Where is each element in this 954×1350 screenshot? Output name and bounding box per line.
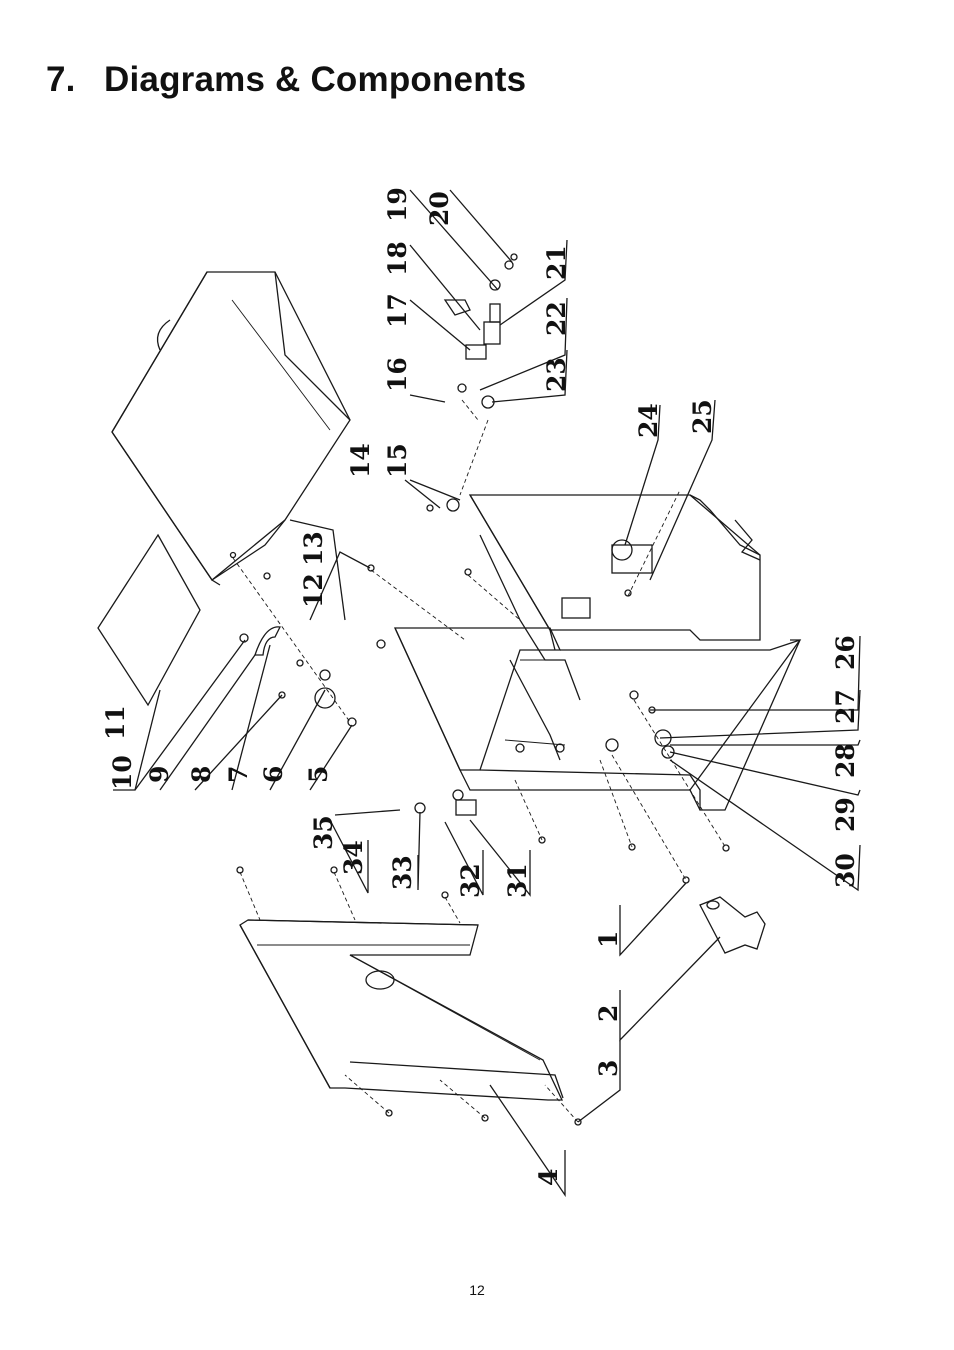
- callout-7: 7: [224, 766, 253, 783]
- side-panel-drawing: [239, 919, 564, 1101]
- callout-27: 27: [831, 689, 860, 724]
- callout-5: 5: [304, 766, 333, 783]
- page-number: 12: [469, 1282, 485, 1298]
- callout-numbers: 1 2 3 4 5 6 7 8 9 10 11 12 13 14 15 16 1…: [101, 187, 860, 1186]
- callout-31: 31: [503, 863, 532, 898]
- main-body-drawing: [393, 494, 802, 811]
- callout-3: 3: [594, 1060, 623, 1077]
- callout-1: 1: [594, 931, 623, 948]
- callout-23: 23: [542, 357, 571, 392]
- callout-21: 21: [542, 245, 571, 280]
- callout-18: 18: [383, 241, 412, 276]
- callout-26: 26: [831, 635, 860, 670]
- callout-10: 10: [108, 755, 137, 790]
- callout-20: 20: [425, 191, 454, 226]
- callout-15: 15: [383, 443, 412, 478]
- callout-22: 22: [542, 301, 571, 336]
- callout-12: 12: [299, 573, 328, 608]
- callout-11: 11: [101, 705, 130, 740]
- callout-32: 32: [456, 863, 485, 898]
- assembly-lines: [232, 399, 727, 1123]
- callout-25: 25: [688, 399, 717, 434]
- callout-4: 4: [534, 1169, 563, 1186]
- callout-24: 24: [634, 403, 663, 438]
- callout-30: 30: [831, 853, 860, 888]
- top-cover-drawing: [111, 271, 351, 586]
- callout-leaders: [113, 189, 861, 1198]
- callout-2: 2: [594, 1005, 623, 1022]
- plug-drawing: [699, 896, 766, 954]
- callout-33: 33: [388, 855, 417, 890]
- plate-drawing: [97, 533, 201, 707]
- callout-16: 16: [383, 357, 412, 392]
- section-title: Diagrams & Components: [104, 60, 527, 99]
- callout-8: 8: [187, 766, 216, 783]
- callout-14: 14: [346, 443, 375, 478]
- callout-29: 29: [831, 797, 860, 832]
- callout-35: 35: [309, 815, 338, 850]
- section-number: 7.: [46, 60, 76, 99]
- callout-13: 13: [299, 531, 328, 566]
- page-title: 7. Diagrams & Components: [46, 60, 526, 100]
- callout-34: 34: [339, 840, 368, 875]
- callout-9: 9: [145, 766, 174, 783]
- callout-19: 19: [383, 187, 412, 222]
- callout-6: 6: [259, 766, 288, 783]
- callout-28: 28: [831, 743, 860, 778]
- fasteners-drawing: [229, 253, 730, 1126]
- callout-17: 17: [383, 293, 412, 328]
